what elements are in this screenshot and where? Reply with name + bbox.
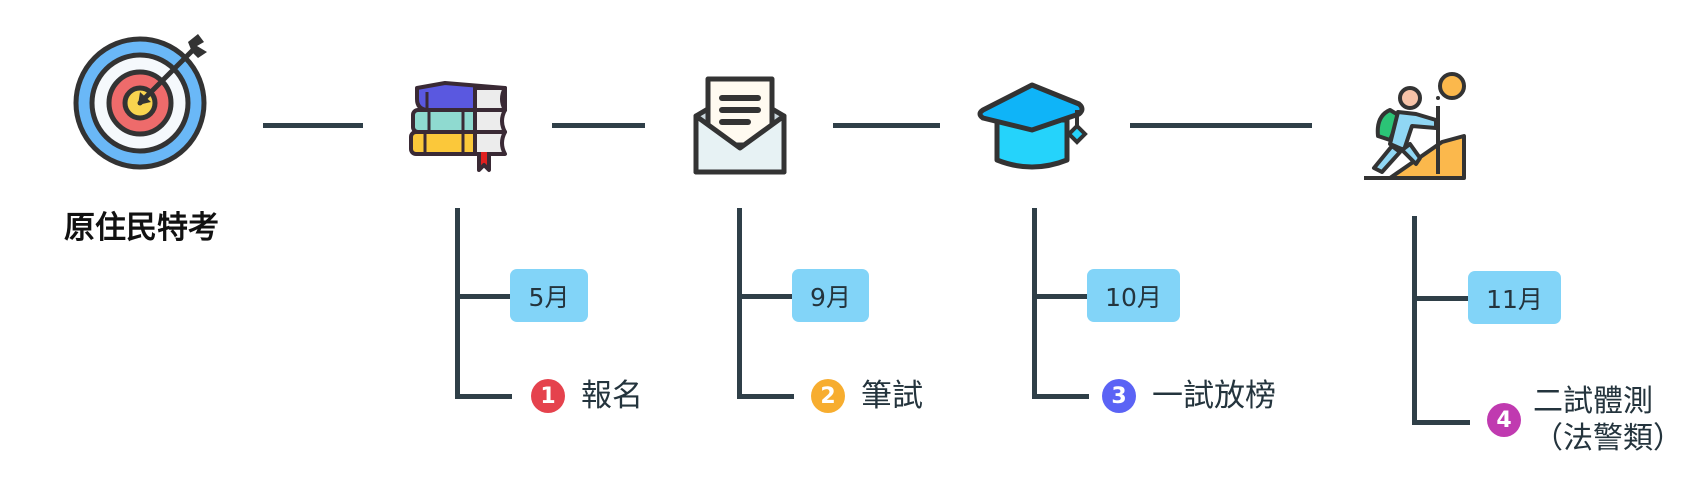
books-icon bbox=[409, 81, 507, 172]
bracket-branch bbox=[1412, 296, 1470, 301]
bracket-branch bbox=[737, 294, 794, 299]
connector-line bbox=[1130, 123, 1312, 128]
month-badge: 9月 bbox=[792, 269, 869, 322]
connector-line bbox=[263, 123, 363, 128]
month-badge: 11月 bbox=[1468, 271, 1561, 324]
step-text-subtitle: （法警類） bbox=[1533, 421, 1683, 456]
step-text: 筆試 bbox=[861, 378, 923, 414]
connector-line bbox=[552, 123, 645, 128]
step-number-badge: 1 bbox=[531, 379, 565, 413]
step-label: 1 報名 bbox=[531, 378, 643, 414]
graduation-cap-icon bbox=[977, 82, 1088, 170]
step-label: 4 二試體測 （法警類） bbox=[1487, 383, 1683, 457]
bracket-branch bbox=[455, 394, 512, 399]
bracket-branch bbox=[1412, 420, 1470, 425]
month-badge: 10月 bbox=[1087, 269, 1180, 322]
connector-line bbox=[833, 123, 940, 128]
bracket-vertical bbox=[737, 208, 742, 399]
step-text: 報名 bbox=[581, 378, 643, 414]
target-icon bbox=[73, 34, 207, 170]
bracket-vertical bbox=[455, 208, 460, 399]
step-number-badge: 2 bbox=[811, 379, 845, 413]
page-title: 原住民特考 bbox=[64, 210, 219, 246]
climber-icon bbox=[1364, 72, 1466, 180]
step-label: 2 筆試 bbox=[811, 378, 923, 414]
step-text: 二試體測 bbox=[1533, 384, 1653, 419]
bracket-branch bbox=[455, 294, 512, 299]
bracket-vertical bbox=[1412, 216, 1417, 425]
step-number-badge: 3 bbox=[1102, 379, 1136, 413]
bracket-branch bbox=[1032, 394, 1089, 399]
month-badge: 5月 bbox=[510, 269, 588, 322]
step-text-block: 二試體測 （法警類） bbox=[1533, 383, 1683, 457]
step-number-badge: 4 bbox=[1487, 403, 1521, 437]
step-text: 一試放榜 bbox=[1152, 378, 1276, 414]
step-label: 3 一試放榜 bbox=[1102, 378, 1276, 414]
bracket-branch bbox=[1032, 294, 1089, 299]
bracket-vertical bbox=[1032, 208, 1037, 399]
envelope-letter-icon bbox=[693, 76, 787, 175]
bracket-branch bbox=[737, 394, 794, 399]
